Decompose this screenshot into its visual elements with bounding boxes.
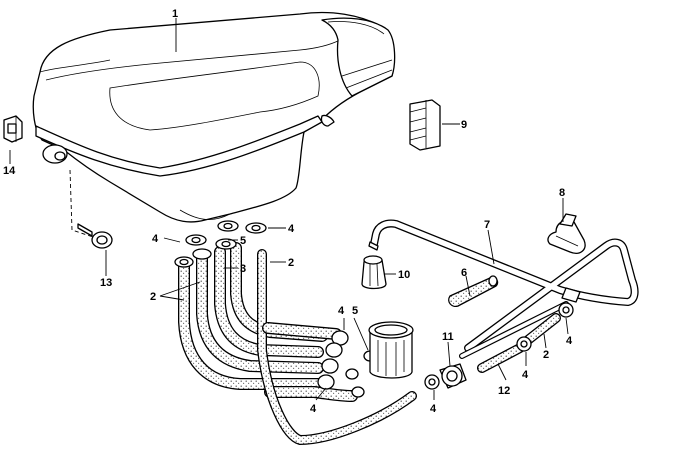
label-clamp-lower-left: 4 xyxy=(310,403,317,415)
label-tube: 12 xyxy=(498,385,510,397)
label-hose-lower-right: 2 xyxy=(543,349,549,361)
nut-drawing xyxy=(3,115,23,143)
connector-drawing xyxy=(424,363,467,390)
label-clamp-right-a: 4 xyxy=(522,369,529,381)
label-sleeve: 6 xyxy=(461,267,467,279)
label-connector: 11 xyxy=(442,331,454,343)
bolt-drawing xyxy=(77,223,113,249)
label-nut: 14 xyxy=(3,165,16,177)
label-clamp-lower-center: 4 xyxy=(430,403,437,415)
label-hose-middle: 3 xyxy=(240,263,246,275)
lower-clamps xyxy=(317,330,377,398)
label-clamp-upper-right: 4 xyxy=(288,223,295,235)
label-clip: 8 xyxy=(559,187,565,199)
sleeve-drawing xyxy=(448,275,499,308)
label-tank: 1 xyxy=(172,8,178,20)
label-clamp-middle: 4 xyxy=(338,305,345,317)
tank-mount xyxy=(42,144,97,239)
label-grommet-lower: 5 xyxy=(352,305,358,317)
cap-drawing xyxy=(361,255,387,290)
label-clamp-right-b: 4 xyxy=(566,335,573,347)
label-bolt: 13 xyxy=(100,277,112,289)
label-hose-right: 2 xyxy=(288,257,294,269)
spring-clip-drawing xyxy=(409,99,441,151)
label-cap: 10 xyxy=(398,269,410,281)
label-spring-clip: 9 xyxy=(461,119,467,131)
tank-drawing xyxy=(32,11,396,223)
upper-clamps xyxy=(174,220,267,268)
clip-drawing xyxy=(547,213,586,254)
label-clamp-upper-left: 4 xyxy=(152,233,159,245)
pipe-bracket-drawing xyxy=(368,219,639,352)
label-grommet-upper: 5 xyxy=(240,235,246,247)
right-hoses xyxy=(459,287,581,373)
hose-bundle xyxy=(178,242,417,446)
label-hose-left: 2 xyxy=(150,291,156,303)
label-pipe-bracket: 7 xyxy=(484,219,490,231)
filler-neck xyxy=(368,321,414,379)
part-labels: 1 2 2 2 3 4 4 4 4 4 4 4 5 5 6 7 8 9 10 1… xyxy=(3,8,573,415)
leader-lines xyxy=(9,18,569,401)
